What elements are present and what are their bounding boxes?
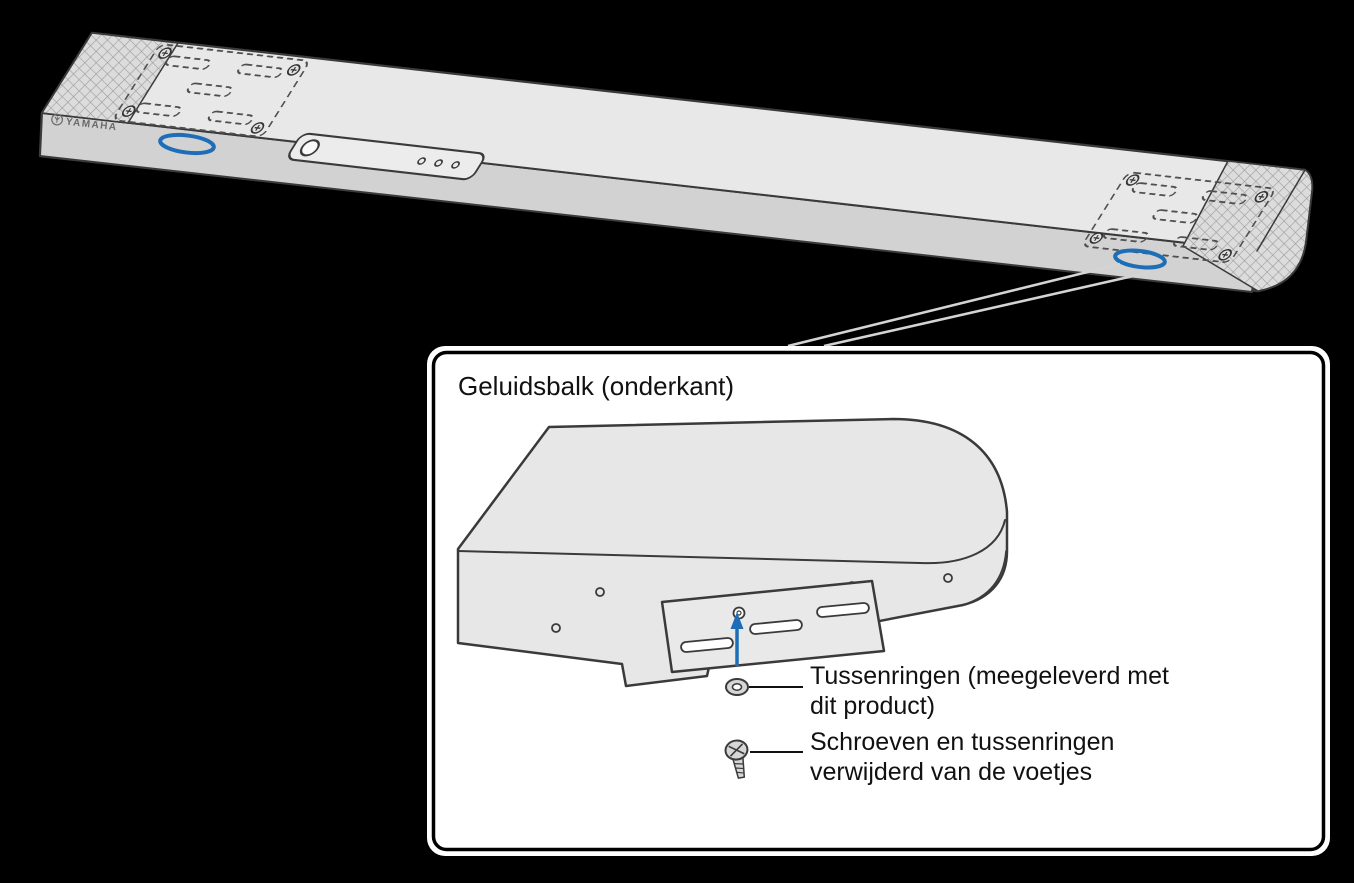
bracket-hole bbox=[417, 157, 426, 165]
callout-box: Geluidsbalk (onderkant) bbox=[427, 346, 1330, 856]
bracket-plate bbox=[288, 132, 485, 181]
highlight-oval-right bbox=[1113, 248, 1167, 270]
wall-bracket bbox=[288, 132, 485, 181]
highlight-oval-left bbox=[158, 132, 216, 156]
bracket-keyhole bbox=[299, 139, 320, 157]
foot-screw-hole bbox=[551, 623, 561, 633]
screw-icon bbox=[724, 739, 749, 779]
soundbar-bottom-view: Tussenringen (meegeleverd met dit produc… bbox=[456, 417, 1169, 786]
pointer-line bbox=[823, 270, 1152, 348]
end-cap-crease-bottom bbox=[962, 550, 1007, 606]
yamaha-logo-icon bbox=[51, 113, 63, 126]
soundbar-top-illustration: YAMAHA bbox=[38, 31, 1314, 293]
arrow-head bbox=[730, 612, 744, 629]
callout-title: Geluidsbalk (onderkant) bbox=[458, 371, 734, 401]
bracket-slot bbox=[680, 637, 734, 653]
bracket-slot bbox=[816, 602, 870, 618]
washer-label-line1: Tussenringen (meegeleverd met bbox=[810, 662, 1169, 690]
callout-border bbox=[431, 350, 1326, 852]
callout-pointer bbox=[787, 262, 1152, 348]
screw-label-line1: Schroeven en tussenringen bbox=[810, 728, 1114, 756]
bracket-slot bbox=[749, 619, 803, 635]
washer-icon bbox=[725, 678, 749, 696]
bottom-face-crease bbox=[457, 519, 1006, 565]
arrow-up-icon bbox=[730, 612, 744, 666]
foot-screw-hole bbox=[595, 587, 605, 597]
screw-label-line2: verwijderd van de voetjes bbox=[810, 758, 1092, 786]
foot-screw-hole bbox=[943, 573, 953, 583]
washer-label-line2: dit product) bbox=[810, 692, 935, 720]
speaker-grille-right bbox=[1182, 160, 1313, 292]
spacer-bracket bbox=[660, 579, 886, 674]
pointer-line bbox=[787, 262, 1121, 348]
bracket-hole bbox=[451, 161, 460, 169]
bracket-hole bbox=[434, 159, 443, 167]
speaker-grille-left bbox=[41, 32, 179, 124]
end-cap-crease bbox=[1256, 169, 1306, 252]
